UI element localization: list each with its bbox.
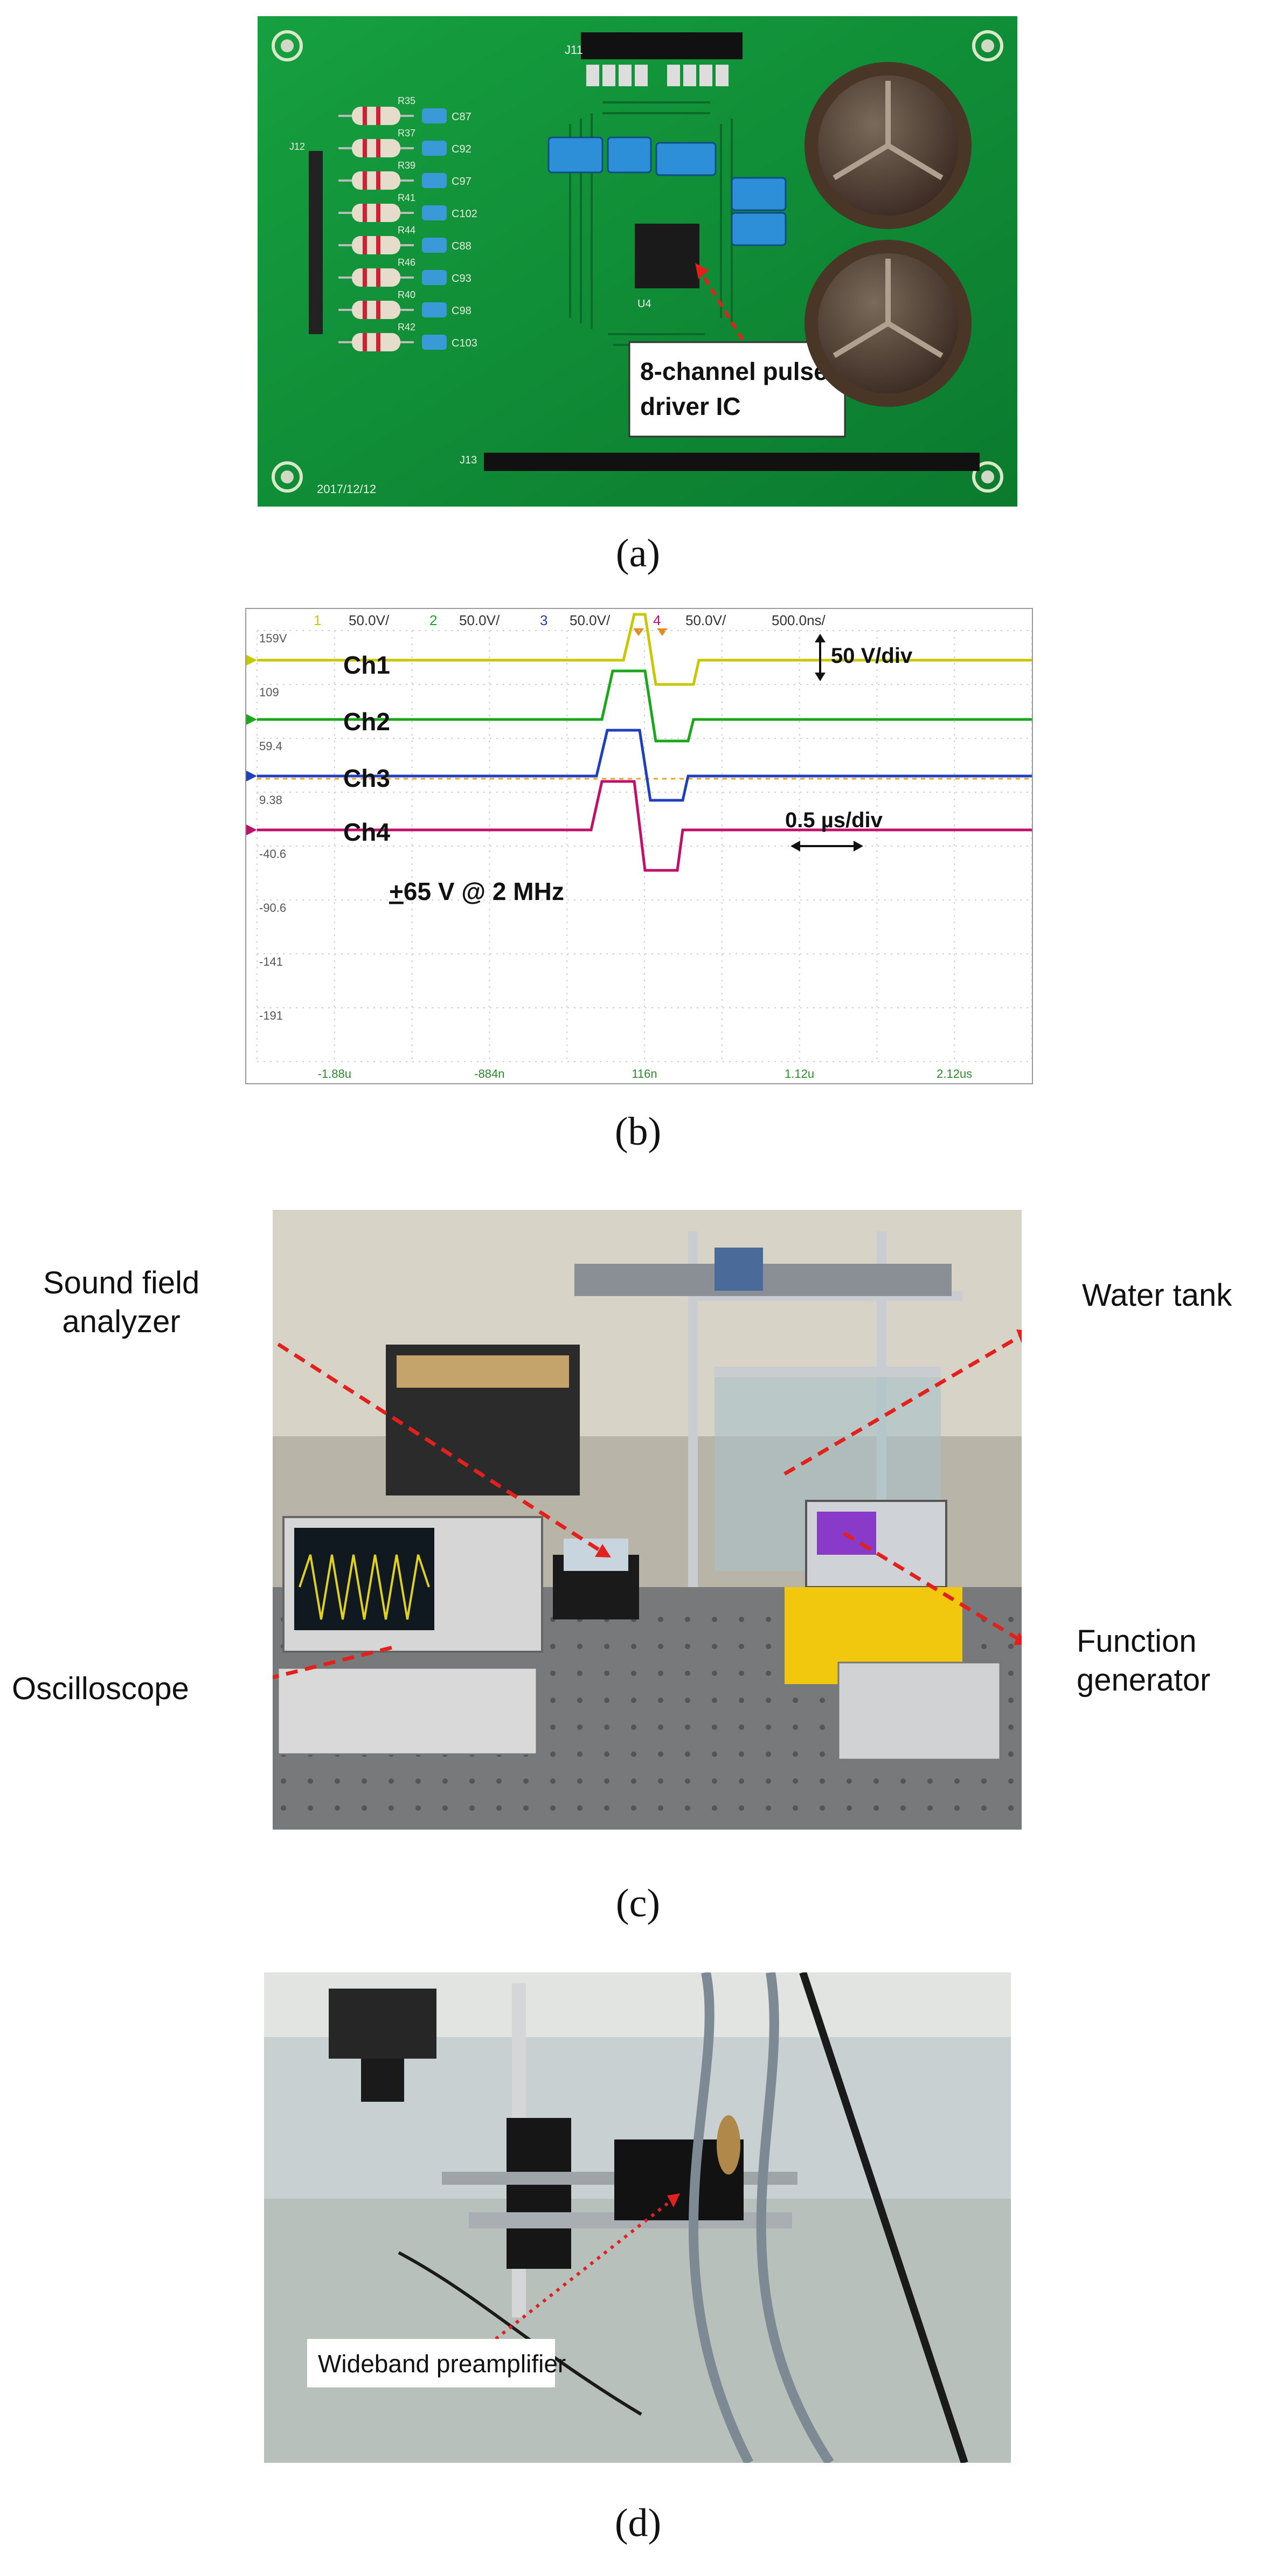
scope-plot: 1 50.0V/ 2 50.0V/ 3 50.0V/ 4 50.0V/ 500.… (246, 612, 1032, 1081)
capacitor-label: C98 (452, 305, 471, 317)
hdr-ch2-scale: 50.0V/ (459, 612, 500, 628)
capacitor-label: C87 (452, 111, 471, 123)
x-tick-label: 1.12u (785, 1067, 814, 1081)
hdr-ch2-num: 2 (429, 612, 437, 628)
capacitor (422, 270, 447, 285)
callout-arrows (273, 1333, 1022, 1680)
x-tick-label: 116n (632, 1067, 657, 1081)
panel-c-lab-setup-photo (273, 1210, 1022, 1830)
capacitor-label: C102 (452, 208, 477, 220)
capacitor (422, 335, 447, 350)
u4-label: U4 (637, 298, 651, 310)
label-sound-field-line2: analyzer (62, 1304, 181, 1339)
callout-arrow (698, 268, 744, 341)
y-tick-label: -191 (259, 1009, 283, 1022)
y-tick-label: 159V (259, 632, 287, 645)
label-sound-field-line1: Sound field (43, 1265, 200, 1300)
hdr-ch4-scale: 50.0V/ (685, 612, 726, 628)
y-tick-label: 109 (259, 685, 279, 699)
trace-ch1 (257, 613, 1032, 686)
caption-b: (b) (614, 1110, 662, 1154)
x-tick-label: -884n (474, 1067, 504, 1081)
x-tick-label: 2.12us (937, 1067, 972, 1081)
resistor-label: R40 (398, 289, 415, 300)
trace-ch3 (257, 729, 1032, 802)
capacitor (422, 108, 447, 123)
preamp-label-box (307, 2339, 555, 2387)
resistor-label: R37 (398, 128, 415, 139)
label-oscilloscope: Oscilloscope (12, 1671, 189, 1706)
board-date: 2017/12/12 (317, 482, 376, 496)
drive-annotation: +65 V @ 2 MHz (389, 877, 564, 905)
caption-c: (c) (615, 1881, 661, 1926)
hdr-ch3-num: 3 (540, 612, 547, 628)
panel-b-oscilloscope-capture: 1 50.0V/ 2 50.0V/ 3 50.0V/ 4 50.0V/ 500.… (245, 608, 1033, 1084)
resistor-label: R42 (398, 322, 415, 333)
capacitor (422, 173, 447, 188)
channel-marker (246, 655, 257, 666)
callout-box (628, 341, 846, 438)
channel-marker (246, 714, 257, 725)
y-tick-label: -90.6 (259, 901, 286, 915)
tdiv-annotation: 0.5 µs/div (785, 808, 883, 832)
x-tick-label: -1.88u (318, 1067, 351, 1081)
resistor-label: R41 (398, 192, 415, 203)
resistor-label: R46 (398, 257, 415, 268)
caption-a: (a) (615, 531, 661, 576)
label-ch1: Ch1 (343, 651, 390, 679)
j12-label: J12 (289, 141, 305, 152)
resistor-label: R35 (398, 95, 415, 106)
capacitor (422, 238, 447, 253)
hdr-timebase: 500.0ns/ (772, 612, 826, 628)
label-sound-field-analyzer: Sound field analyzer (43, 1264, 199, 1341)
label-water-tank: Water tank (1082, 1278, 1232, 1313)
capacitor (422, 302, 447, 317)
hdr-ch4-num: 4 (653, 612, 661, 628)
vdiv-annotation: 50 V/div (831, 644, 913, 668)
label-function-line2: generator (1077, 1663, 1211, 1698)
preamp-arrow (495, 2197, 675, 2340)
panel-d-preamplifier-photo: Wideband preamplifier (264, 1972, 1011, 2463)
callout-line-2: driver IC (640, 392, 741, 420)
label-ch2: Ch2 (343, 708, 390, 736)
preamp-illustration: Wideband preamplifier (264, 1972, 1011, 2463)
lab-illustration (273, 1210, 1022, 1830)
capacitor (422, 141, 447, 156)
trace-ch2 (257, 669, 1032, 743)
hdr-ch3-scale: 50.0V/ (570, 612, 611, 628)
y-tick-label: 59.4 (259, 739, 282, 753)
capacitor-label: C97 (452, 176, 471, 188)
electrolytic-capacitors (805, 62, 972, 407)
label-function-generator: Function generator (1077, 1622, 1210, 1700)
resistor-label: R39 (398, 160, 415, 171)
hdr-ch1-num: 1 (314, 612, 321, 628)
capacitor-label: C93 (452, 273, 471, 285)
caption-d: (d) (614, 2501, 662, 2545)
j11-label: J11 (565, 43, 583, 57)
resistor-label: R44 (398, 225, 415, 236)
channel-marker (246, 771, 257, 781)
capacitor-label: C103 (452, 337, 477, 349)
label-function-line1: Function (1077, 1624, 1197, 1659)
callout-line-1: 8-channel pulse (640, 357, 828, 385)
label-ch4: Ch4 (343, 818, 390, 846)
hdr-ch1-scale: 50.0V/ (349, 612, 390, 628)
label-ch3: Ch3 (343, 764, 390, 792)
y-tick-label: -141 (259, 955, 283, 968)
channel-marker (246, 825, 257, 835)
y-tick-label: 9.38 (259, 793, 282, 807)
capacitor-label: C92 (452, 143, 471, 155)
capacitor-label: C88 (452, 240, 471, 252)
j13-label: J13 (460, 454, 477, 466)
trace-ch4 (257, 780, 1032, 872)
label-preamp: Wideband preamplifier (318, 2350, 566, 2378)
driver-ic-chip (635, 224, 699, 288)
capacitor (422, 205, 447, 220)
y-tick-label: -40.6 (259, 847, 286, 861)
